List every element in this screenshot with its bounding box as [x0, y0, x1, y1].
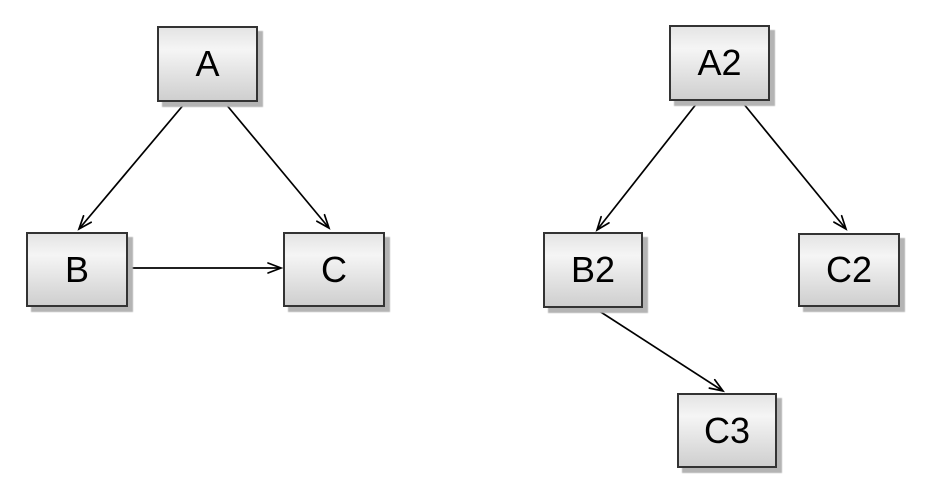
- node-B: B: [26, 232, 128, 307]
- node-C3: C3: [677, 393, 777, 468]
- edge-A2-B2: [595, 102, 698, 232]
- node-label-B2: B2: [570, 249, 616, 290]
- node-B2: B2: [543, 232, 643, 308]
- node-label-C2: C2: [825, 249, 873, 290]
- node-C: C: [283, 232, 385, 307]
- edge-A2-C2: [742, 102, 848, 231]
- node-label-B: B: [64, 248, 89, 290]
- node-label-A: A: [195, 43, 220, 84]
- node-label-C3: C3: [703, 409, 751, 451]
- node-C2: C2: [798, 233, 900, 307]
- edge-A-C: [224, 102, 331, 230]
- edge-A-B: [77, 102, 186, 231]
- node-A2: A2: [669, 25, 770, 101]
- node-A: A: [157, 26, 258, 102]
- node-label-A2: A2: [697, 42, 742, 83]
- node-label-C: C: [321, 248, 347, 290]
- edge-B2-C3: [592, 306, 725, 393]
